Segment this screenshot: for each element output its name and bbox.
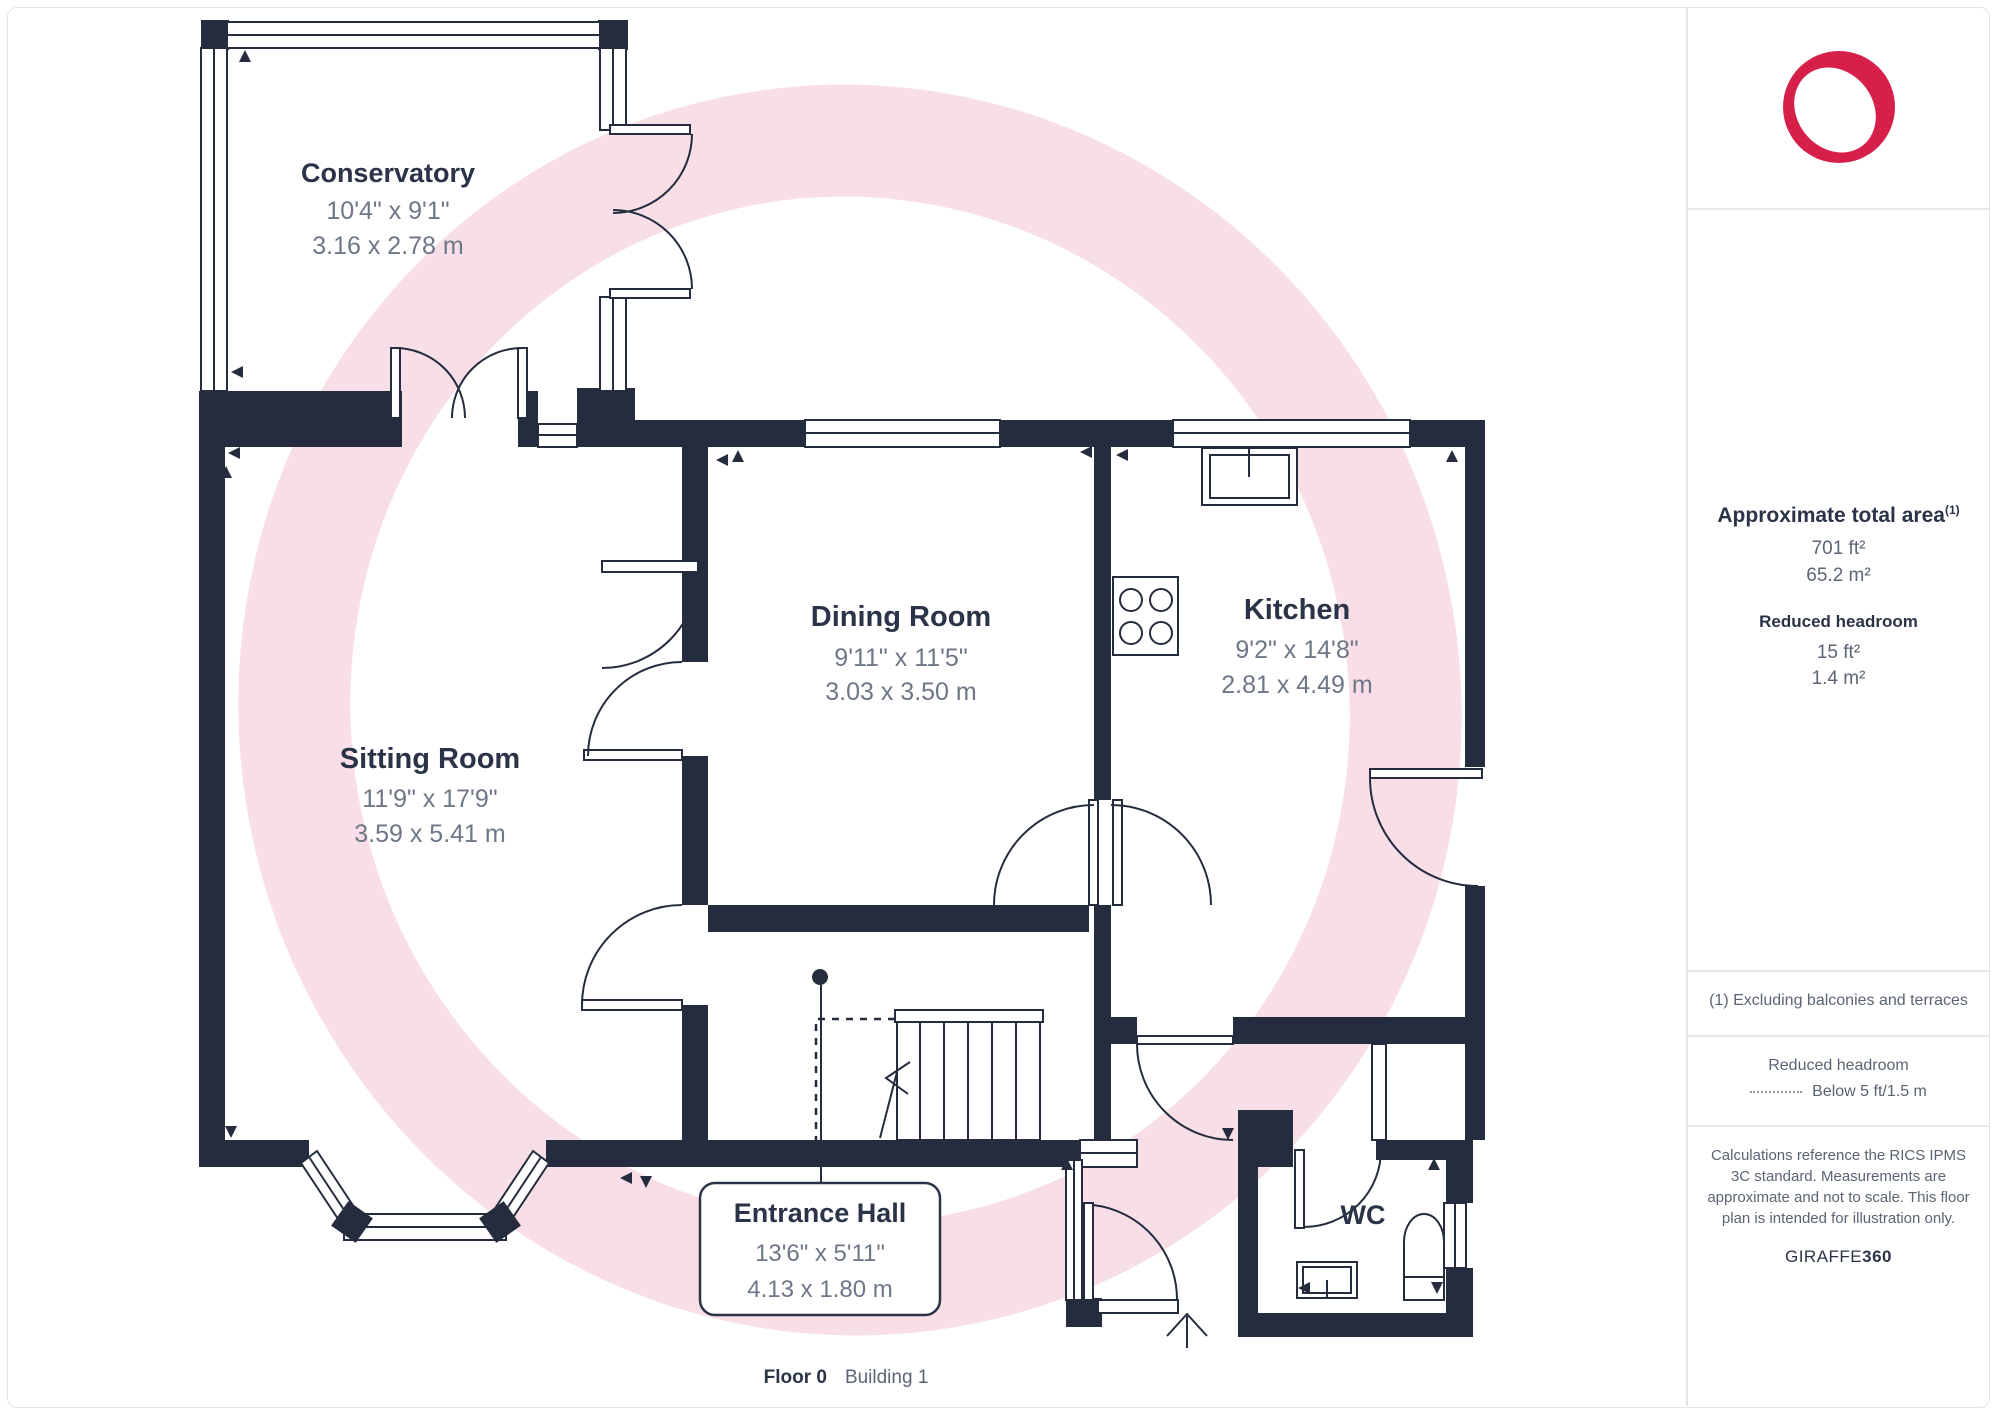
svg-text:10'4" x 9'1": 10'4" x 9'1" — [326, 197, 449, 225]
stairs — [879, 1009, 1044, 1141]
wc-door — [1294, 1149, 1382, 1229]
doors — [390, 124, 1483, 1301]
sitting-room-window — [537, 423, 578, 448]
total-area-imperial: 701 ft² — [1811, 538, 1866, 559]
stairs-direction-arrow — [879, 1061, 911, 1139]
svg-text:2.81 x 4.49 m: 2.81 x 4.49 m — [1221, 671, 1372, 699]
kitchen-corridor-door — [1136, 1035, 1234, 1141]
hall-kitchen-door — [1110, 799, 1212, 906]
dotted-line-icon — [1750, 1091, 1803, 1093]
svg-text:9'11" x 11'5": 9'11" x 11'5" — [834, 644, 967, 672]
svg-text:11'9" x 17'9": 11'9" x 17'9" — [362, 785, 497, 813]
svg-text:3.16 x 2.78 m: 3.16 x 2.78 m — [312, 232, 463, 260]
sidebar-section-divider — [1688, 1125, 1989, 1127]
giraffe360-wordmark: GIRAFFE360 — [1784, 1247, 1893, 1266]
hall-window — [1079, 1139, 1138, 1168]
sidebar: Approximate total area(1) 701 ft² 65.2 m… — [1688, 7, 1989, 1406]
room-label-sitting-room: Sitting Room 11'9" x 17'9" 3.59 x 5.41 m — [340, 743, 520, 848]
disclaimer: Calculations reference the RICS IPMS 3C … — [1707, 1147, 1970, 1227]
sidebar-divider — [1686, 8, 1688, 1406]
room-label-wc: WC — [1341, 1200, 1386, 1230]
conservatory-french-doors — [390, 347, 528, 419]
svg-text:4.13 x 1.80 m: 4.13 x 1.80 m — [747, 1276, 892, 1303]
windows — [200, 21, 1467, 1314]
wc-window — [1443, 1202, 1467, 1269]
dining-room-window — [804, 419, 1001, 448]
total-area-footnote-marker: (1) — [1944, 503, 1960, 517]
legend-title: Reduced headroom — [1768, 1057, 1909, 1074]
kitchen-garden-door — [1369, 768, 1483, 887]
measure-markers — [220, 50, 1458, 1294]
reduced-headroom-title: Reduced headroom — [1759, 612, 1918, 631]
legend-label: Below 5 ft/1.5 m — [1812, 1083, 1927, 1100]
headroom-dashed-boundary — [814, 1017, 895, 1140]
svg-text:13'6" x 5'11": 13'6" x 5'11" — [755, 1240, 885, 1267]
total-area-metric: 65.2 m² — [1806, 565, 1871, 586]
porch-window — [1065, 1159, 1179, 1314]
svg-text:Sitting Room: Sitting Room — [340, 743, 520, 775]
svg-text:Kitchen: Kitchen — [1244, 594, 1350, 626]
building-label: Building 1 — [844, 1367, 929, 1388]
legend-row: Below 5 ft/1.5 m — [1688, 1083, 1989, 1101]
balconies-footnote: (1) Excluding balconies and terraces — [1709, 992, 1968, 1009]
svg-text:Conservatory: Conservatory — [301, 158, 475, 188]
kitchen-window — [1172, 419, 1411, 448]
bay-window — [299, 1149, 551, 1243]
kitchen-appliance — [1201, 447, 1298, 506]
front-door — [1083, 1202, 1179, 1301]
hall-dining-door — [993, 799, 1099, 906]
kitchen-hob — [1112, 576, 1179, 656]
svg-text:9'2" x 14'8": 9'2" x 14'8" — [1235, 636, 1358, 664]
page-border-frame — [7, 7, 1990, 1408]
corridor-partition — [1371, 1043, 1387, 1141]
sitting-room-door-lower — [581, 904, 683, 1011]
sidebar-section-divider — [1688, 208, 1989, 210]
sidebar-section-divider — [1688, 970, 1989, 972]
reduced-headroom-imperial: 15 ft² — [1816, 642, 1861, 663]
svg-text:WC: WC — [1341, 1200, 1386, 1230]
sidebar-section-divider — [1688, 1035, 1989, 1037]
conservatory-east-doors — [609, 124, 693, 299]
wc-toilet — [1403, 1213, 1445, 1301]
svg-text:3.59 x 5.41 m: 3.59 x 5.41 m — [354, 820, 505, 848]
giraffe360-logo-icon — [1783, 51, 1895, 163]
walls — [199, 20, 1485, 1337]
entrance-hall-pointer — [812, 969, 828, 1183]
room-label-conservatory: Conservatory 10'4" x 9'1" 3.16 x 2.78 m — [301, 158, 475, 260]
sitting-room-door-upper — [583, 661, 683, 761]
svg-text:Dining Room: Dining Room — [811, 601, 991, 633]
entry-arrow — [1166, 1312, 1208, 1348]
room-label-kitchen: Kitchen 9'2" x 14'8" 2.81 x 4.49 m — [1221, 594, 1372, 699]
floor-caption: Floor 0 Building 1 — [596, 1367, 1096, 1389]
total-area-title: Approximate total area(1) — [1717, 503, 1960, 527]
floor-label: Floor 0 — [763, 1367, 827, 1388]
watermark-ring — [238, 84, 1462, 1336]
wc-sink — [1296, 1261, 1358, 1299]
svg-text:3.03 x 3.50 m: 3.03 x 3.50 m — [825, 678, 976, 706]
svg-text:Entrance Hall: Entrance Hall — [734, 1198, 907, 1228]
room-label-entrance-hall: Entrance Hall 13'6" x 5'11" 4.13 x 1.80 … — [698, 1181, 942, 1317]
reduced-headroom-metric: 1.4 m² — [1811, 668, 1866, 689]
room-label-dining-room: Dining Room 9'11" x 11'5" 3.03 x 3.50 m — [811, 601, 991, 706]
conservatory-windows — [200, 21, 627, 392]
dining-door — [601, 560, 699, 669]
